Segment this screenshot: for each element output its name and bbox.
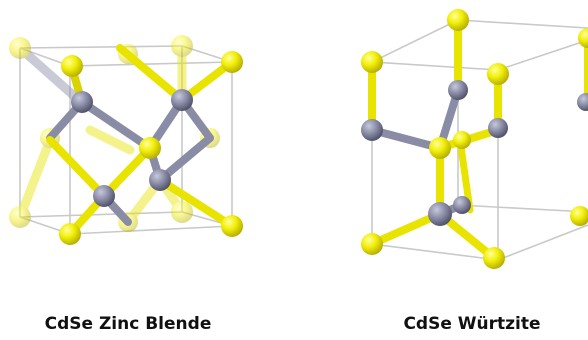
cadmium-atom	[171, 89, 193, 111]
selenium-atom	[361, 51, 383, 73]
cadmium-atom	[71, 91, 93, 113]
zinc-blende-caption: CdSe Zinc Blende	[44, 314, 212, 334]
cadmium-atom	[453, 196, 471, 214]
cadmium-atom	[488, 118, 508, 138]
selenium-atom	[221, 51, 243, 73]
selenium-atom	[59, 223, 81, 245]
selenium-atom	[221, 215, 243, 237]
selenium-atom	[578, 28, 588, 48]
selenium-atom	[487, 63, 509, 85]
wurtzite-atoms	[361, 9, 588, 269]
zinc-blende-atoms	[59, 51, 243, 245]
wurtzite-structure	[361, 9, 588, 269]
selenium-atom	[570, 206, 588, 226]
selenium-atom	[171, 201, 193, 223]
cadmium-atom	[577, 93, 588, 111]
selenium-atom	[9, 37, 31, 59]
zinc-blende-structure	[9, 35, 243, 245]
selenium-atom	[9, 206, 31, 228]
cadmium-atom	[448, 80, 468, 100]
cadmium-atom	[361, 119, 383, 141]
selenium-atom	[61, 55, 83, 77]
wurtzite-bonds	[368, 16, 588, 262]
selenium-atom	[483, 247, 505, 269]
selenium-atom	[447, 9, 469, 31]
selenium-atom	[139, 137, 161, 159]
cadmium-atom	[428, 202, 452, 226]
selenium-atom	[429, 137, 451, 159]
selenium-atom	[453, 131, 471, 149]
wurtzite-caption: CdSe Würtzite	[403, 314, 541, 334]
selenium-atom	[171, 35, 193, 57]
cadmium-atom	[149, 169, 171, 191]
cadmium-atom	[93, 185, 115, 207]
selenium-atom	[361, 233, 383, 255]
